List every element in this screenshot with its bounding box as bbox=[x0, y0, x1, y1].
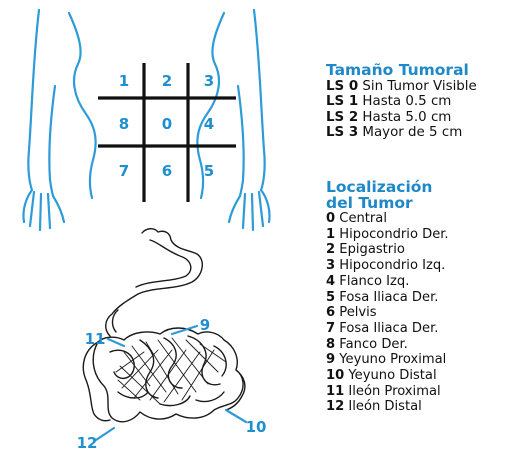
location-item: 9 Yeyuno Proximal bbox=[326, 352, 449, 368]
region-2: 2 bbox=[162, 72, 172, 90]
location-item: 11 Ileón Proximal bbox=[326, 384, 449, 400]
location-text: Fosa Iliaca Der. bbox=[339, 290, 438, 305]
tumor-size-code: LS 1 bbox=[326, 94, 358, 109]
location-item: 2 Epigastrio bbox=[326, 242, 449, 258]
location-code: 2 bbox=[326, 242, 335, 257]
tumor-size-code: LS 0 bbox=[326, 79, 358, 94]
location-item: 7 Fosa Iliaca Der. bbox=[326, 321, 449, 337]
location-item: 3 Hipocondrio Izq. bbox=[326, 258, 449, 274]
tumor-size-code: LS 2 bbox=[326, 110, 358, 125]
intestine-label-12: 12 bbox=[77, 434, 98, 451]
location-code: 6 bbox=[326, 305, 335, 320]
left-arm-inner bbox=[49, 86, 55, 196]
pointer-9 bbox=[172, 326, 197, 334]
tumor-size-item: LS 2 Hasta 5.0 cm bbox=[326, 110, 477, 126]
tumor-size-code: LS 3 bbox=[326, 125, 358, 140]
region-6: 6 bbox=[162, 162, 172, 180]
tumor-size-text: Hasta 5.0 cm bbox=[362, 110, 451, 125]
region-3: 3 bbox=[204, 72, 214, 90]
intestine-label-9: 9 bbox=[200, 316, 210, 334]
location-item: 12 Ileón Distal bbox=[326, 399, 449, 415]
stomach bbox=[112, 229, 202, 314]
location-text: Ileón Proximal bbox=[348, 384, 440, 399]
location-item: 0 Central bbox=[326, 211, 449, 227]
location-text: Epigastrio bbox=[339, 242, 405, 257]
pointer-12 bbox=[96, 428, 114, 440]
location-code: 9 bbox=[326, 352, 335, 367]
location-item: 10 Yeyuno Distal bbox=[326, 368, 449, 384]
right-arm-inner bbox=[238, 86, 244, 196]
small-intestine-loops bbox=[110, 336, 226, 406]
region-8: 8 bbox=[119, 115, 129, 133]
location-text: Yeyuno Distal bbox=[348, 368, 436, 383]
left-hand bbox=[23, 190, 64, 230]
location-code: 4 bbox=[326, 274, 335, 289]
location-code: 8 bbox=[326, 337, 335, 352]
region-7: 7 bbox=[119, 162, 129, 180]
location-item: 4 Flanco Izq. bbox=[326, 274, 449, 290]
location-text: Fanco Der. bbox=[339, 337, 408, 352]
duodenum bbox=[106, 310, 118, 336]
right-hand bbox=[229, 190, 270, 230]
ileum-left-curve bbox=[83, 342, 110, 421]
location-text: Hipocondrio Izq. bbox=[339, 258, 445, 273]
location-code: 3 bbox=[326, 258, 335, 273]
tumor-size-item: LS 0 Sin Tumor Visible bbox=[326, 79, 477, 95]
location-text: Yeyuno Proximal bbox=[339, 352, 446, 367]
tumor-size-text: Mayor de 5 cm bbox=[362, 125, 462, 140]
location-code: 1 bbox=[326, 227, 335, 242]
location-code: 0 bbox=[326, 211, 335, 226]
pointer-11 bbox=[108, 339, 124, 346]
intestine-label-11: 11 bbox=[85, 330, 106, 348]
location-item: 1 Hipocondrio Der. bbox=[326, 227, 449, 243]
tumor-size-legend: Tamaño Tumoral LS 0 Sin Tumor Visible LS… bbox=[326, 63, 477, 141]
location-text: Ileón Distal bbox=[348, 399, 421, 414]
tumor-size-item: LS 1 Hasta 0.5 cm bbox=[326, 94, 477, 110]
location-item: 8 Fanco Der. bbox=[326, 337, 449, 353]
location-text: Pelvis bbox=[339, 305, 376, 320]
location-text: Fosa Iliaca Der. bbox=[339, 321, 438, 336]
location-code: 7 bbox=[326, 321, 335, 336]
region-0: 0 bbox=[162, 115, 172, 133]
torso-outline bbox=[23, 10, 269, 230]
region-1: 1 bbox=[119, 72, 129, 90]
location-text: Flanco Izq. bbox=[339, 274, 409, 289]
right-arm-outer bbox=[254, 10, 265, 190]
location-code: 11 bbox=[326, 384, 344, 399]
location-code: 5 bbox=[326, 290, 335, 305]
location-code: 10 bbox=[326, 368, 344, 383]
left-arm-outer bbox=[28, 10, 39, 190]
location-item: 5 Fosa Iliaca Der. bbox=[326, 290, 449, 306]
tumor-size-text: Sin Tumor Visible bbox=[362, 79, 476, 94]
tumor-size-item: LS 3 Mayor de 5 cm bbox=[326, 125, 477, 141]
intestine-label-10: 10 bbox=[246, 418, 267, 436]
region-4: 4 bbox=[204, 115, 214, 133]
location-code: 12 bbox=[326, 399, 344, 414]
location-text: Central bbox=[339, 211, 387, 226]
intestine-illustration bbox=[83, 229, 245, 422]
location-text: Hipocondrio Der. bbox=[339, 227, 448, 242]
location-item: 6 Pelvis bbox=[326, 305, 449, 321]
tumor-size-text: Hasta 0.5 cm bbox=[362, 94, 451, 109]
torso-left-contour bbox=[69, 13, 96, 198]
location-legend: Localización del Tumor 0 Central 1 Hipoc… bbox=[326, 180, 449, 415]
region-5: 5 bbox=[204, 162, 214, 180]
tumor-size-title: Tamaño Tumoral bbox=[326, 63, 477, 79]
pointer-10 bbox=[226, 410, 246, 422]
location-title-line2: del Tumor bbox=[326, 196, 449, 212]
